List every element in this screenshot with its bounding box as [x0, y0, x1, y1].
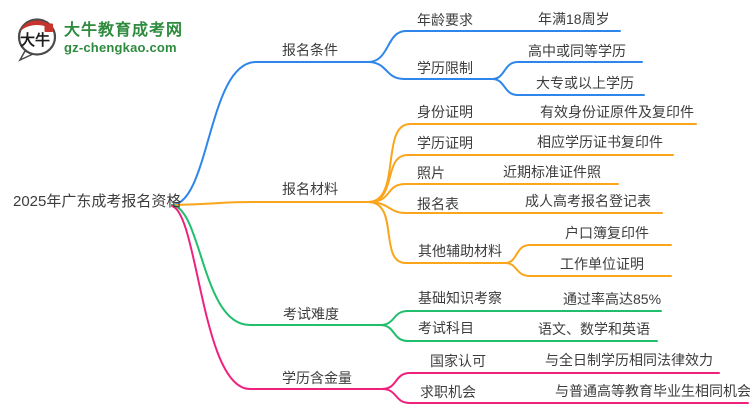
node-registration-form-sheet: 成人高考报名登记表 — [525, 193, 651, 209]
edge-age-requirement — [367, 30, 621, 63]
node-national-recognition: 国家认可 — [430, 353, 486, 369]
site-domain: gz-chengkao.com — [64, 39, 177, 55]
node-work-unit-proof: 工作单位证明 — [560, 256, 644, 272]
node-college-above: 大专或以上学历 — [536, 75, 634, 91]
node-age-18: 年满18周岁 — [538, 11, 610, 27]
edge-work-unit-proof — [504, 262, 672, 277]
node-degree-value: 学历含金量 — [282, 370, 352, 386]
node-household-register-copy: 户口簿复印件 — [565, 225, 649, 241]
node-other-materials: 其他辅助材料 — [418, 243, 502, 259]
edge-registration-conditions — [171, 61, 369, 206]
node-registration-form: 报名表 — [417, 196, 459, 212]
node-exam-difficulty: 考试难度 — [283, 306, 339, 322]
edge-college-above — [491, 78, 645, 96]
edge-job-opportunities — [381, 388, 749, 404]
edge-degree-value — [171, 205, 383, 390]
node-root: 2025年广东成考报名资格 — [13, 193, 182, 210]
edge-exam-subjects — [379, 324, 658, 342]
logo-bull-icon: 大牛 — [17, 18, 57, 62]
node-photo: 照片 — [417, 165, 445, 181]
node-job-opportunities: 求职机会 — [420, 384, 476, 400]
node-basic-knowledge: 基础知识考察 — [418, 290, 502, 306]
node-pass-rate-85: 通过率高达85% — [563, 291, 662, 307]
node-chinese-math-english: 语文、数学和英语 — [538, 321, 650, 337]
node-exam-subjects: 考试科目 — [418, 320, 474, 336]
logo-text-block: 大牛教育成考网 gz-chengkao.com — [64, 14, 183, 55]
edge-highschool-equivalent — [491, 61, 643, 80]
node-standard-photo: 近期标准证件照 — [503, 164, 601, 180]
edge-education-proof — [367, 154, 674, 203]
node-registration-materials: 报名材料 — [282, 181, 338, 197]
node-same-opportunities: 与普通高等教育毕业生相同机会 — [555, 383, 750, 399]
site-name: 大牛教育成考网 — [64, 22, 184, 39]
node-highschool-equivalent: 高中或同等学历 — [528, 43, 626, 59]
node-id-card-copy: 有效身份证原件及复印件 — [540, 104, 694, 120]
edge-education-limit — [367, 61, 493, 80]
site-logo: 大牛 大牛教育成考网 gz-chengkao.com — [16, 14, 183, 62]
edge-household-register-copy — [504, 244, 672, 264]
node-certificate-copy: 相应学历证书复印件 — [537, 134, 663, 150]
node-age-requirement: 年龄要求 — [417, 12, 473, 28]
node-education-proof: 学历证明 — [417, 135, 473, 151]
edge-photo — [367, 183, 619, 203]
node-registration-conditions: 报名条件 — [282, 42, 338, 58]
edge-registration-materials — [171, 201, 369, 206]
node-identity-proof: 身份证明 — [417, 104, 473, 120]
node-education-limit: 学历限制 — [417, 60, 473, 76]
node-same-legal-effect: 与全日制学历相同法律效力 — [545, 352, 713, 368]
edge-exam-difficulty — [171, 204, 381, 326]
edge-other-materials — [367, 201, 506, 264]
logo-icon-text: 大牛 — [20, 31, 50, 49]
